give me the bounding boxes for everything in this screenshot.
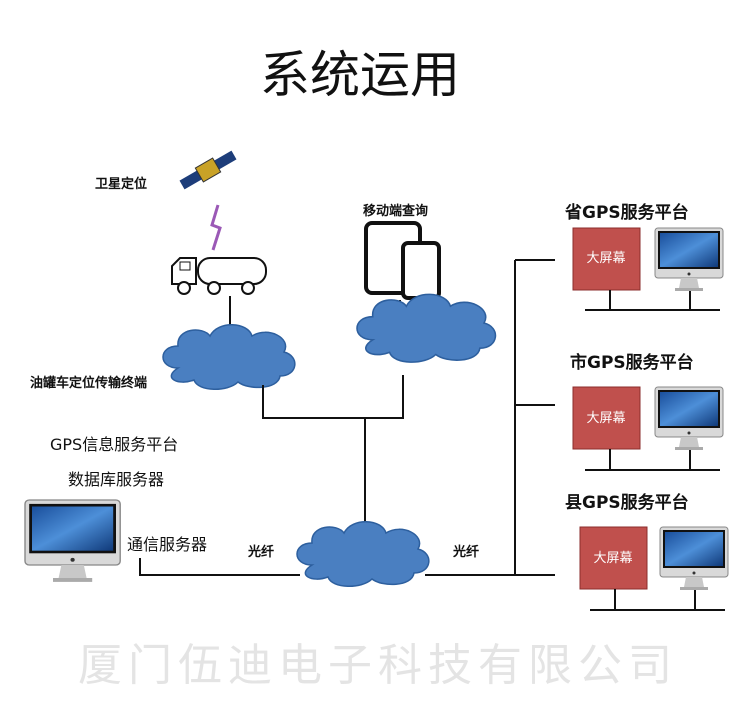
mobile-network-cloud bbox=[356, 293, 497, 363]
province-platform: 省GPS服务平台 大屏幕 bbox=[564, 202, 724, 311]
server-computer-icon bbox=[24, 499, 121, 583]
computer-icon bbox=[659, 526, 729, 591]
mobile-devices-icon bbox=[364, 221, 441, 300]
truck-network-cloud bbox=[162, 323, 296, 391]
page-title: 系统运用 bbox=[260, 46, 460, 104]
fiber-right-label: 光纤 bbox=[452, 544, 479, 560]
big-screen-label: 大屏幕 bbox=[586, 251, 625, 266]
big-screen-label: 大屏幕 bbox=[586, 411, 625, 426]
computer-icon bbox=[654, 386, 724, 451]
mobile-label: 移动端查询 bbox=[363, 203, 428, 219]
satellite-icon bbox=[179, 150, 237, 190]
core-network-cloud bbox=[296, 520, 430, 588]
tanker-truck-icon bbox=[171, 257, 267, 295]
platform-title: 市GPS服务平台 bbox=[570, 352, 694, 373]
signal-icon bbox=[210, 204, 222, 251]
watermark: 厦门伍迪电子科技有限公司 bbox=[78, 640, 678, 691]
gps-platform-label: GPS信息服务平台 bbox=[50, 435, 178, 454]
comm-server-label: 通信服务器 bbox=[127, 535, 207, 554]
truck-terminal-label: 油罐车定位传输终端 bbox=[30, 375, 147, 391]
computer-icon bbox=[654, 227, 724, 292]
county-platform: 县GPS服务平台 大屏幕 bbox=[565, 492, 729, 611]
platform-title: 省GPS服务平台 bbox=[564, 202, 689, 223]
platform-title: 县GPS服务平台 bbox=[565, 492, 689, 513]
fiber-left-label: 光纤 bbox=[247, 544, 274, 560]
big-screen-label: 大屏幕 bbox=[593, 551, 632, 566]
db-server-label: 数据库服务器 bbox=[68, 470, 164, 489]
satellite-label: 卫星定位 bbox=[95, 176, 147, 192]
city-platform: 市GPS服务平台 大屏幕 bbox=[570, 352, 724, 471]
